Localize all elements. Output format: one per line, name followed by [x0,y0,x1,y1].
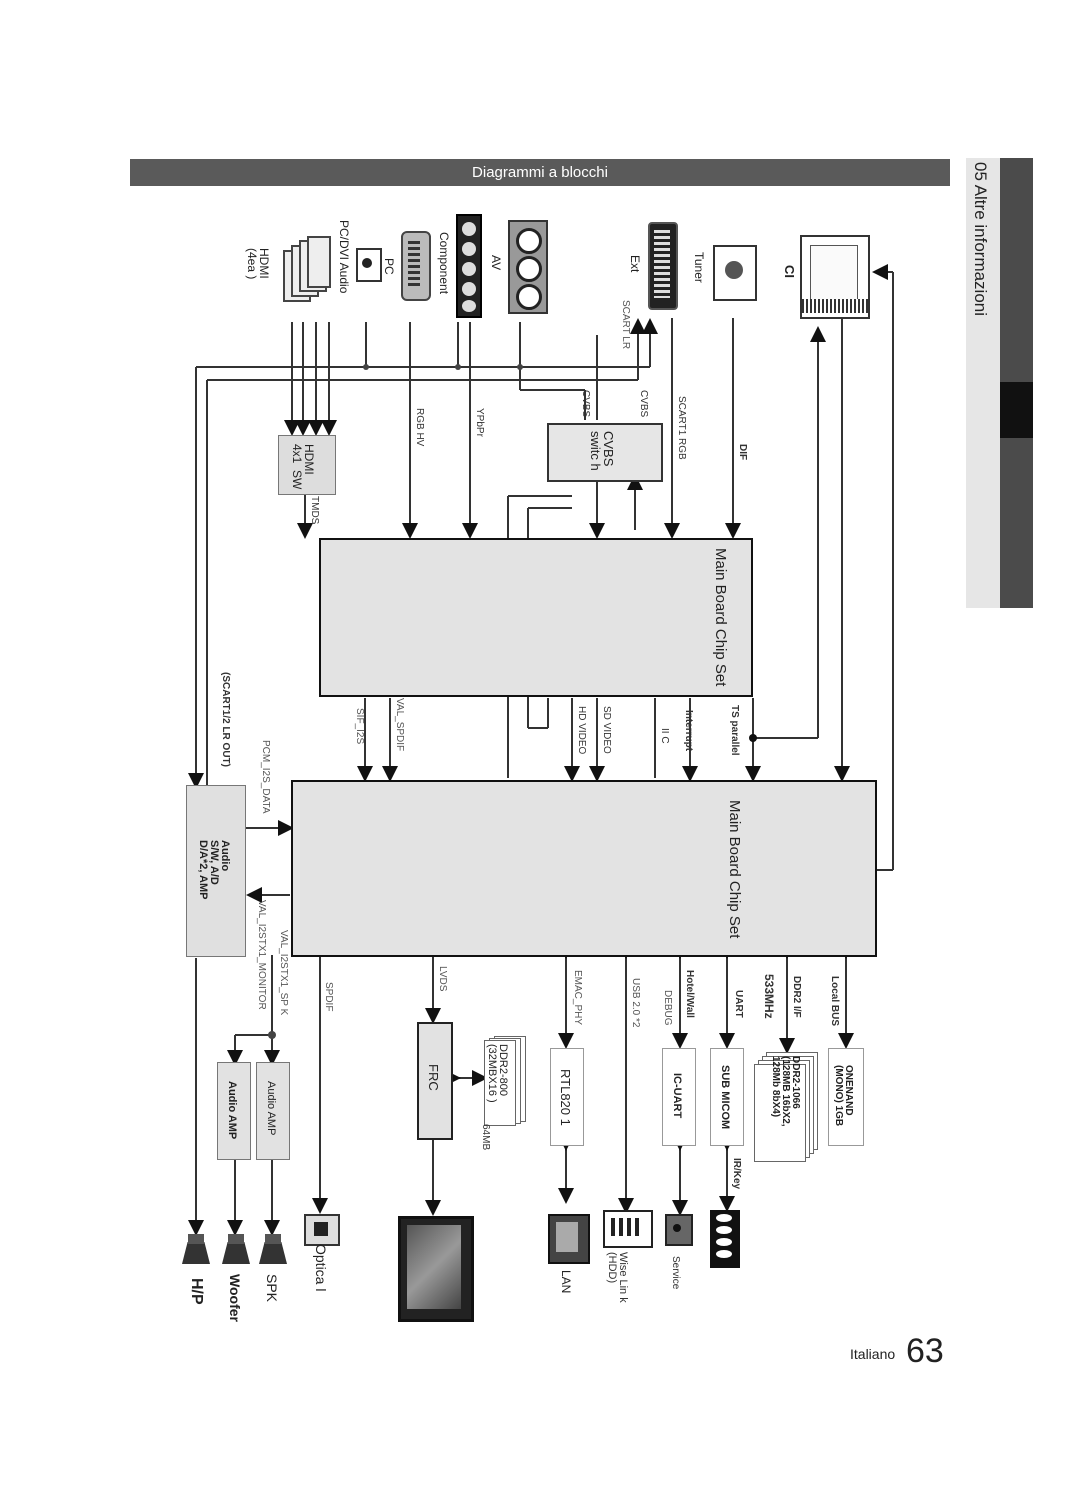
main-chip-label-1: Main Board Chip Set [712,548,729,687]
onenand-label: ONENAND (MONO) 1GB [833,1065,854,1127]
sub-micom-label: SUB MICOM [719,1065,731,1130]
pc-dsub-icon [401,231,431,301]
tv-display-icon [398,1216,474,1322]
component-label: Component [437,232,451,295]
ext-label: Ext [628,255,642,273]
woofer-speaker-icon [218,1234,254,1264]
hp-speaker-icon [178,1234,214,1264]
audio-amp-label: Audio AMP [265,1081,277,1136]
tmds-signal: TMDS [309,496,320,525]
woofer-label: Woofer [227,1274,243,1322]
debug-signal: DEBUG [662,990,673,1026]
sub-micom-block: SUB MICOM [710,1048,744,1146]
tuner-label: Tuner [692,252,706,283]
emac-phy-signal: EMAC_PHY [572,970,583,1026]
cvbs-switch-label: CVBS switc h [588,431,616,471]
pc-dvi-audio-label: PC/DVI Audio [337,220,351,294]
chapter-title: 05 Altre informazioni [971,162,990,317]
ir-key-signal: IR/Key [731,1158,742,1190]
service-label: Service [670,1256,681,1290]
pc-label: PC [382,258,396,275]
ic-uart-label: IC-UART [671,1073,683,1119]
spk-label: SPK [264,1274,280,1303]
iic-signal: II C [659,728,670,744]
usb-port-icon [603,1210,653,1248]
ypbpr-signal: YPbPr [474,408,485,437]
main-chip-label-2: Main Board Chip Set [726,800,743,939]
val-i2stx1-spk-signal: VAL_I2STX1_SP K [278,930,289,1016]
hdmi-switch-label: HDMI 4x1 SW [290,444,316,490]
service-jack-icon [665,1214,693,1246]
chapter-tab-light [966,158,1000,608]
audio-amp-bold-label: Audio AMP [226,1081,238,1140]
spdif-signal: SPDIF [323,982,334,1012]
av-connector-icon [508,220,548,314]
rtl-block: RTL820 1 [550,1048,584,1146]
ddr2-if-signal: DDR2 I/F [791,976,802,1018]
audio-processor-block: Audio S/W, A/D D/A*2, AMP [186,785,246,957]
uart-signal: UART [733,990,744,1018]
pc-audio-jack-icon [356,248,382,282]
local-bus-signal: Local BUS [829,976,840,1027]
sif-i2s-signal: SIF_I2S [354,708,365,745]
spk-speaker-icon [255,1234,291,1264]
hdmi-label: HDMI (4ea ) [245,248,271,280]
ic-uart-block: IC-UART [662,1048,696,1146]
page-number: 63 [906,1332,944,1370]
hdmi-switch-block: HDMI 4x1 SW [278,435,336,495]
main-chip-block-1: Main Board Chip Set [319,538,753,697]
pcm-i2s-data-signal: PCM_I2S_DATA [260,740,271,814]
optical-label: Optica l [313,1244,329,1292]
audio-processor-label: Audio S/W, A/D D/A*2, AMP [197,840,231,900]
scart-connector-icon [648,222,678,310]
main-chip-block-2: Main Board Chip Set [291,780,877,957]
footer-language: Italiano [850,1346,896,1362]
section-title: Diagrammi a blocchi [130,159,950,186]
hotel-wall-signal: Hotel/Wall [684,970,695,1018]
av-label: AV [489,255,503,271]
hd-video-signal: HD VIDEO [576,706,587,755]
scart-lr-out-signal: (SCART1/2 LR OUT) [220,672,231,767]
ddr2-800-label: DDR2-800 (32MBX16 ) [486,1044,509,1103]
hp-label: H/P [188,1278,205,1305]
lan-port-icon [548,1214,590,1264]
ir-key-buttons-icon [710,1210,740,1268]
usb-signal: USB 2.0 *2 [630,978,641,1028]
ci-label: CI [782,265,797,278]
dif-signal: DIF [737,444,748,461]
val-i2stx1-monitor-signal: VAL_I2STX1_MONITOR [256,900,267,1010]
audio-amp-bold-block: Audio AMP [217,1062,251,1160]
scart-lr-signal: SCART LR [620,300,631,350]
lvds-signal: LVDS [437,966,448,992]
audio-amp-block: Audio AMP [256,1062,290,1160]
scart1-rgb-signal: SCART1 RGB [676,396,687,460]
chapter-tab-marker [1000,382,1033,438]
cvbs-signal-2: CVBS [580,390,591,418]
frc-label: FRC [426,1064,441,1091]
interrupt-signal: Interrupt [683,710,694,752]
tuner-connector-icon [713,245,757,301]
size-64mb-signal: 64MB [480,1124,491,1151]
rgb-hv-signal: RGB HV [414,408,425,447]
sd-video-signal: SD VIDEO [601,706,612,754]
ddr2-800-stack: DDR2-800 (32MBX16 ) [484,1036,526,1126]
rtl-label: RTL820 1 [558,1069,573,1126]
cvbs-signal-1: CVBS [638,390,649,418]
wiselink-label: Wise Lin k (HDD) [606,1252,629,1303]
hdmi-ports-icon [283,236,331,302]
component-connector-icon [456,214,482,318]
frc-block: FRC [417,1022,453,1140]
ci-slot-icon [800,235,870,319]
ts-parallel-signal: TS parallel [729,705,740,756]
freq-signal: 533MHz [762,974,776,1019]
optical-port-icon [304,1214,340,1246]
ddr2-1066-stack: DDR2-1066 (128MB 16bX2, 128Mb 8bX4) [752,1052,818,1164]
onenand-block: ONENAND (MONO) 1GB [828,1048,864,1146]
ddr2-1066-label: DDR2-1066 (128MB 16bX2, 128Mb 8bX4) [770,1056,801,1127]
lan-label: LAN [559,1270,573,1294]
cvbs-switch-block: CVBS switc h [547,423,663,482]
val-spdif-signal: VAL_SPDIF [394,698,405,752]
